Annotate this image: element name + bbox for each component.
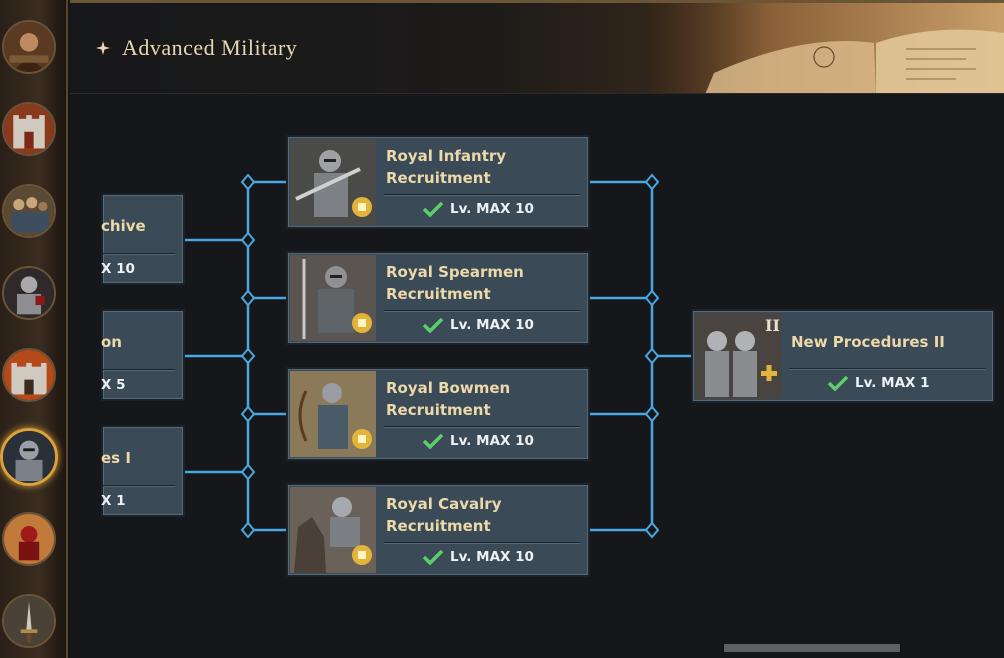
sidebar-military-button[interactable] <box>0 428 58 486</box>
cavalry-portrait <box>290 487 376 573</box>
tech-card-level: X 10 <box>101 261 135 277</box>
tech-card-level: Lv. MAX 1 <box>827 375 930 391</box>
sidebar-emblem-button[interactable] <box>2 594 56 648</box>
divider <box>384 310 580 312</box>
tech-card-level: Lv. MAX 10 <box>422 201 534 217</box>
tech-card-archive[interactable]: chive X 10 <box>101 193 185 285</box>
divider <box>789 368 985 370</box>
divider <box>384 542 580 544</box>
tech-card-level: Lv. MAX 10 <box>422 433 534 449</box>
tech-card-partial-3[interactable]: es I X 1 <box>101 425 185 517</box>
tech-card-level: X 5 <box>101 377 126 393</box>
tech-card-new-procedures-ii[interactable]: II New Procedures II Lv. MAX 1 <box>691 309 995 403</box>
svg-text:II: II <box>765 316 780 335</box>
checkmark-icon <box>422 549 444 565</box>
horizontal-scrollbar[interactable] <box>724 644 900 652</box>
tech-card-level: Lv. MAX 10 <box>422 549 534 565</box>
army-group-icon <box>4 186 54 236</box>
sidebar-siege-button[interactable] <box>2 512 56 566</box>
infantry-knight-icon <box>290 139 376 225</box>
tech-card-level: Lv. MAX 10 <box>422 317 534 333</box>
tech-card-name: New Procedures II <box>791 333 945 351</box>
tech-card-partial-2[interactable]: on X 5 <box>101 309 185 401</box>
tech-card-name: chive <box>101 217 146 235</box>
burning-castle-icon <box>4 350 54 400</box>
sidebar-commander-button[interactable] <box>2 20 56 74</box>
sidebar <box>0 0 68 658</box>
ancient-book-icon <box>644 3 1004 93</box>
infantry-portrait <box>290 139 376 225</box>
page-title: Advanced Military <box>122 35 298 60</box>
divider <box>103 485 175 487</box>
divider <box>384 194 580 196</box>
checkmark-icon <box>827 375 849 391</box>
compass-star-icon <box>96 41 110 55</box>
commander-portrait-icon <box>4 22 54 72</box>
bowmen-portrait <box>290 371 376 457</box>
armored-knight-icon <box>4 268 54 318</box>
procedures-portrait: II <box>695 313 781 399</box>
knight-helmet-icon <box>3 431 55 483</box>
checkmark-icon <box>422 201 444 217</box>
spearman-knight-icon <box>290 255 376 341</box>
bowman-knight-icon <box>290 371 376 457</box>
sidebar-knight-button[interactable] <box>2 266 56 320</box>
tech-card-name: on <box>101 333 122 351</box>
twin-knights-icon: II <box>695 313 781 399</box>
divider <box>103 253 175 255</box>
spearmen-portrait <box>290 255 376 341</box>
tech-card-level: X 1 <box>101 493 126 509</box>
cavalry-knight-icon <box>290 487 376 573</box>
tech-tree-connectors <box>184 173 692 539</box>
divider <box>103 369 175 371</box>
tech-card-name: es I <box>101 449 131 467</box>
checkmark-icon <box>422 433 444 449</box>
sidebar-army-button[interactable] <box>2 184 56 238</box>
checkmark-icon <box>422 317 444 333</box>
divider <box>384 426 580 428</box>
sidebar-fortress-button[interactable] <box>2 348 56 402</box>
sidebar-castle-button[interactable] <box>2 102 56 156</box>
castle-gate-icon <box>4 104 54 154</box>
tech-tree-panel: chive X 10 on X 5 es I X 1 Royal Infantr… <box>70 94 1004 658</box>
siege-warrior-icon <box>4 514 54 564</box>
sword-emblem-icon <box>4 596 54 646</box>
header-banner: Advanced Military <box>70 0 1004 94</box>
